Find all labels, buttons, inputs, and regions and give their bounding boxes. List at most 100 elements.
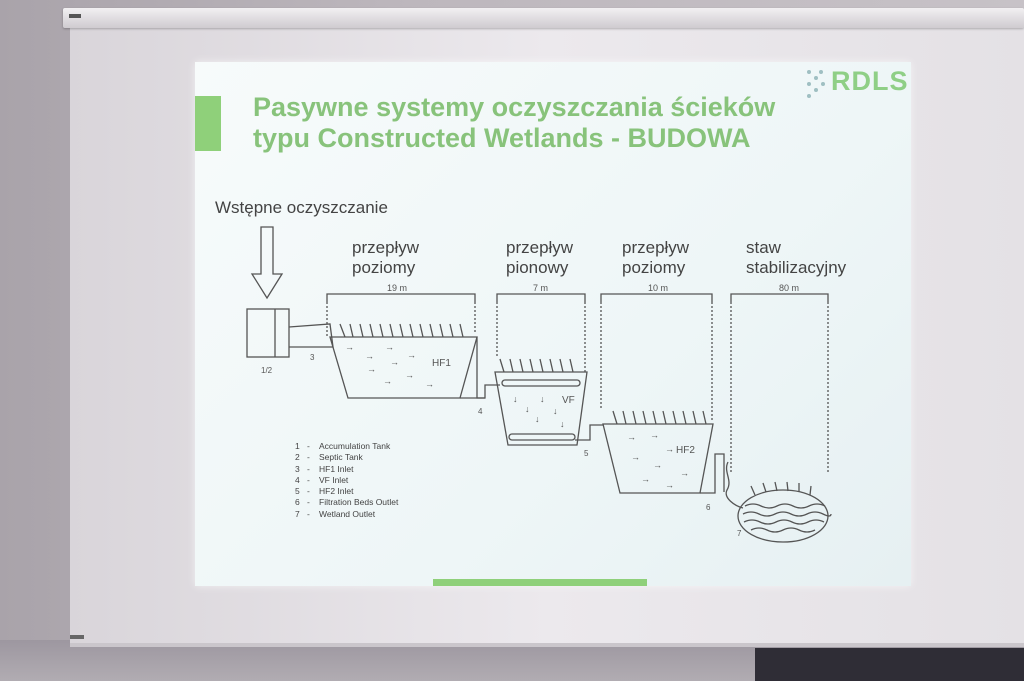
tag-hf1: HF1 [432, 358, 451, 369]
legend-dash: - [307, 463, 310, 474]
svg-text:→: → [425, 379, 434, 389]
tag-hf2: HF2 [676, 445, 695, 456]
stage-hf2-label: przepływ poziomy [622, 238, 689, 278]
legend-dash: - [307, 486, 310, 497]
svg-text:→: → [367, 364, 376, 374]
stage-pond-label: staw stabilizacyjny [746, 238, 846, 278]
legend-text: Filtration Beds Outlet [319, 497, 399, 508]
svg-text:→: → [405, 370, 414, 380]
legend-item: 7-Wetland Outlet [295, 509, 398, 520]
svg-text:→: → [383, 376, 392, 386]
legend-item: 5-HF2 Inlet [295, 486, 398, 497]
legend-item: 3-HF1 Inlet [295, 464, 398, 475]
legend-text: VF Inlet [319, 474, 349, 485]
inlet-pipe-3 [288, 323, 334, 348]
down-arrow-icon [250, 226, 284, 300]
outlet-6 [700, 453, 725, 494]
slide-accent-bar [433, 579, 647, 586]
legend-num: 4 [295, 474, 300, 485]
legend-text: Septic Tank [319, 452, 363, 463]
rdls-logo: RDLS [805, 66, 908, 100]
svg-text:↓: ↓ [513, 394, 518, 404]
outlet-7 [725, 461, 744, 509]
legend-num: 3 [295, 463, 300, 474]
legend-dash: - [307, 452, 310, 463]
legend-text: HF2 Inlet [319, 486, 354, 497]
pipe-5 [575, 424, 603, 441]
point-label-7: 7 [737, 529, 742, 538]
slide-accent-tab [195, 96, 221, 151]
svg-text:→: → [650, 430, 659, 440]
stabilization-pond [737, 489, 829, 543]
stage-pond-line1: staw [746, 238, 781, 257]
dimension-hf2: 10 m [648, 283, 669, 293]
svg-text:↓: ↓ [553, 406, 558, 416]
svg-text:→: → [665, 444, 674, 454]
door-frame [755, 648, 1024, 681]
point-label-4: 4 [478, 407, 483, 416]
svg-text:→: → [385, 342, 394, 352]
legend-item: 2-Septic Tank [295, 452, 398, 463]
stage-hf1-line2: poziomy [352, 258, 416, 277]
dimension-hf1: 19 m [387, 283, 408, 293]
stage-hf2-line1: przepływ [622, 238, 690, 257]
stage-pond-line2: stabilizacyjny [746, 258, 847, 277]
projected-slide: Pasywne systemy oczyszczania ścieków typ… [195, 62, 911, 586]
point-label-1-2: 1/2 [261, 366, 273, 375]
wetland-diagram: →→→ →→→ →→→ ↓↓↓ ↓↓↓ →→→ →→→ →→ [246, 226, 832, 543]
screen-bottom-logo [70, 635, 84, 639]
svg-text:→: → [653, 460, 662, 470]
svg-text:→: → [407, 350, 416, 360]
point-label-6: 6 [706, 503, 711, 512]
screen-brand-logo [69, 14, 81, 18]
dimension-pond: 80 m [779, 283, 800, 293]
stage-hf2-line2: poziomy [622, 258, 686, 277]
slide-title: Pasywne systemy oczyszczania ścieków typ… [253, 92, 843, 154]
svg-text:→: → [641, 474, 650, 484]
legend-num: 6 [295, 497, 300, 508]
diagram-legend: 1-Accumulation Tank 2-Septic Tank 3-HF1 … [295, 441, 398, 520]
dimension-vf: 7 m [533, 283, 549, 293]
legend-dash: - [307, 474, 310, 485]
legend-num: 2 [295, 452, 300, 463]
legend-item: 6-Filtration Beds Outlet [295, 497, 398, 508]
legend-item: 4-VF Inlet [295, 475, 398, 486]
legend-item: 1-Accumulation Tank [295, 441, 398, 452]
septic-tank [246, 308, 290, 358]
pipe-4 [460, 384, 500, 399]
legend-text: HF1 Inlet [319, 463, 354, 474]
svg-text:→: → [390, 357, 399, 367]
pretreatment-label: Wstępne oczyszczanie [215, 198, 388, 217]
svg-text:↓: ↓ [535, 414, 540, 424]
screen-housing [63, 8, 1024, 28]
logo-dot [814, 88, 818, 92]
logo-dot [819, 70, 823, 74]
svg-text:→: → [680, 468, 689, 478]
slide-title-line1: Pasywne systemy oczyszczania ścieków [253, 92, 776, 122]
legend-dash: - [307, 497, 310, 508]
svg-text:↓: ↓ [560, 419, 565, 429]
logo-text: RDLS [831, 66, 909, 96]
point-label-3: 3 [310, 353, 315, 362]
svg-text:→: → [627, 432, 636, 442]
legend-text: Wetland Outlet [319, 508, 376, 519]
svg-text:→: → [631, 452, 640, 462]
legend-num: 7 [295, 508, 300, 519]
logo-dot [807, 94, 811, 98]
svg-text:↓: ↓ [525, 404, 530, 414]
legend-text: Accumulation Tank [319, 441, 391, 451]
logo-dot [821, 82, 825, 86]
stage-hf1-line1: przepływ [352, 238, 420, 257]
legend-dash: - [307, 508, 310, 519]
stage-hf1-label: przepływ poziomy [352, 238, 419, 278]
stage-vf-line2: pionowy [506, 258, 569, 277]
logo-dot [814, 76, 818, 80]
svg-text:↓: ↓ [540, 394, 545, 404]
legend-num: 5 [295, 486, 300, 497]
svg-text:→: → [365, 351, 374, 361]
logo-dot [807, 70, 811, 74]
vf-basin [494, 371, 588, 446]
slide-title-line2: typu Constructed Wetlands - BUDOWA [253, 123, 751, 153]
point-label-5: 5 [584, 449, 589, 458]
logo-dot [807, 82, 811, 86]
